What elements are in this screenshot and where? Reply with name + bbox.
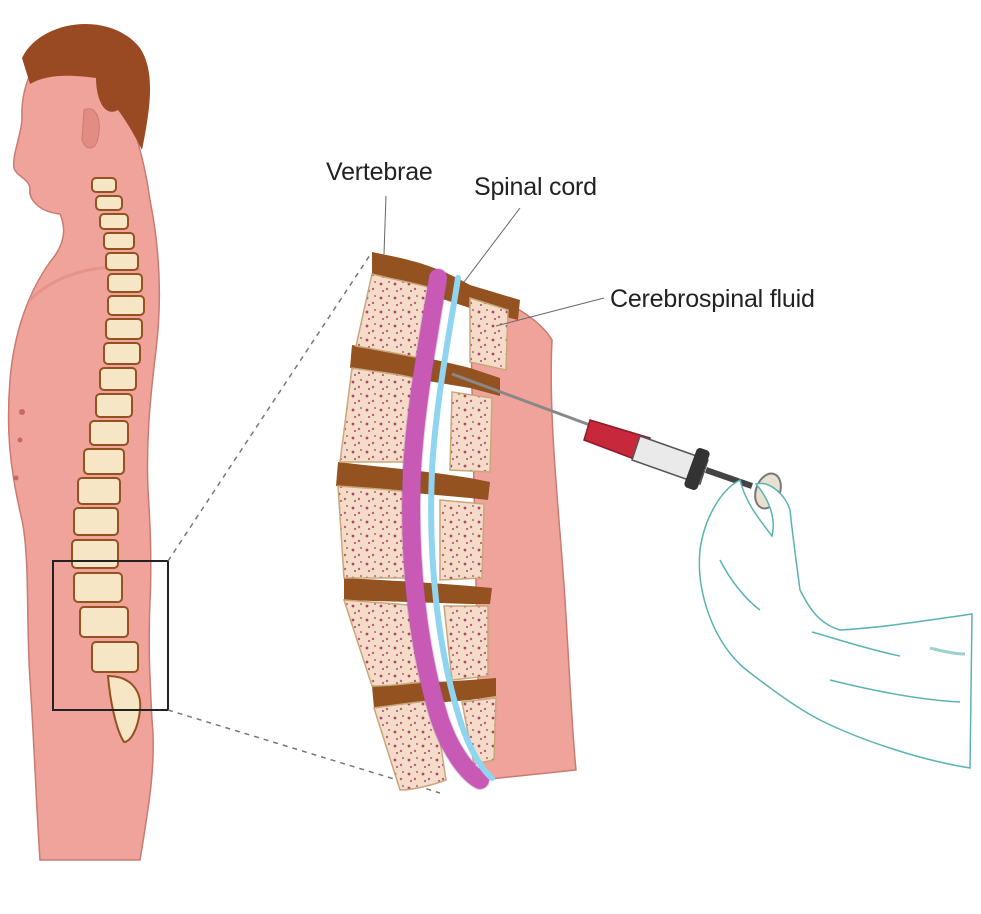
body-silhouette: [9, 40, 160, 860]
spine-cross-section: [336, 252, 576, 790]
human-body-profile: [9, 24, 160, 860]
nipple: [19, 409, 25, 415]
pointer-vertebrae: [384, 196, 386, 254]
gloved-hand-icon: [699, 480, 972, 768]
label-spinal-cord: Spinal cord: [474, 173, 597, 202]
body-mark: [14, 476, 19, 481]
ear: [82, 109, 99, 148]
navel: [18, 438, 23, 443]
label-vertebrae: Vertebrae: [326, 158, 433, 187]
label-cerebrospinal-fluid: Cerebrospinal fluid: [610, 285, 815, 314]
pointer-spinal-cord: [464, 208, 520, 282]
